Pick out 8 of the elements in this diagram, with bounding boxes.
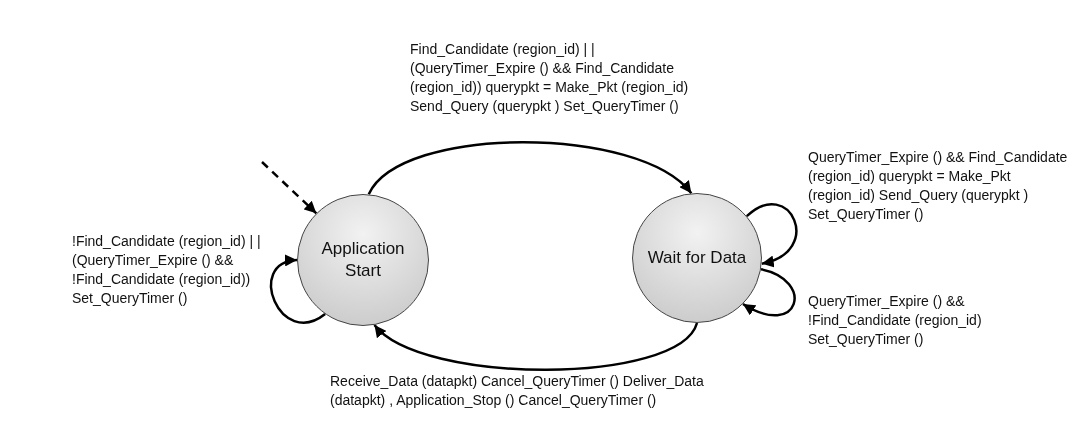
dashed-arrow [261, 161, 318, 215]
state-circle: Application Start [297, 194, 429, 326]
transition-arrow [367, 140, 693, 195]
state-circle: Wait for Data [632, 193, 762, 323]
transition-arrow [746, 203, 798, 266]
transition-arrow [269, 256, 326, 324]
transition-arrow [742, 268, 796, 317]
transition-arrow [373, 322, 699, 371]
